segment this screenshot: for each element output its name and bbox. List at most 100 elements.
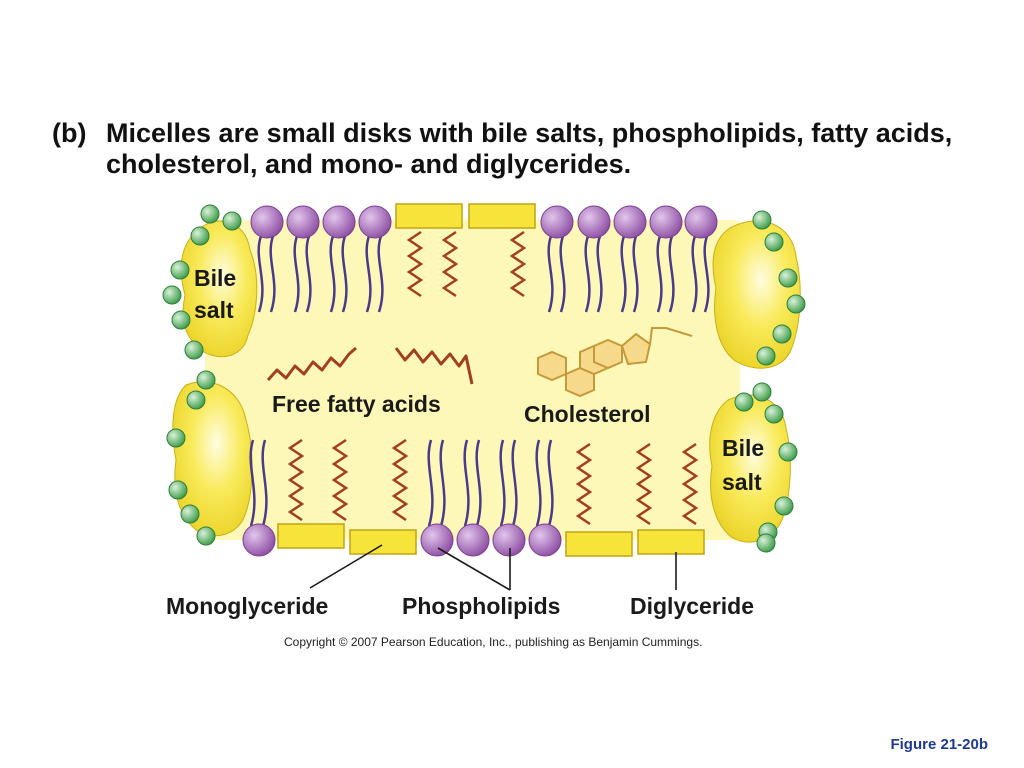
bile-salt-bead [186,390,206,410]
phospholipid-tail [261,439,268,527]
bile-salt-bead [774,496,794,516]
phospholipid-head [322,205,356,239]
bile-salt-bead [752,382,772,402]
copyright-notice: Copyright © 2007 Pearson Education, Inc.… [284,635,703,649]
bile-salt-bead [778,268,798,288]
phospholipid-tail [668,235,675,313]
monoglyceride-head-bottom-1 [277,523,345,549]
phospholipid-tail [632,235,639,313]
phospholipid-head [456,523,490,557]
figure-number: Figure 21-20b [890,736,988,753]
phospholipid-tail [499,439,506,527]
figure-heading: Micelles are small disks with bile salts… [106,118,953,179]
phospholipid-tail [463,439,470,527]
diglyceride-head-bottom-1 [565,531,633,557]
fatty-acid-chain [635,442,653,526]
bile-salt-bead [196,370,216,390]
phospholipid-tail [547,235,554,313]
phospholipid-head [528,523,562,557]
phospholipid-tail [249,439,256,527]
phospholipid-tail [269,235,276,313]
cholesterol-molecule [537,327,693,398]
phospholipid-tail [656,235,663,313]
diglyceride-head-bottom-2 [637,529,705,555]
phospholipid-tail [559,235,566,313]
bottom-leaflet-tails [249,438,699,527]
phospholipid-tail [511,439,518,527]
bile-salt-bead [200,204,220,224]
label-monoglyceride: Monoglyceride [166,593,328,619]
phospholipid-head [613,205,647,239]
phospholipid-head [649,205,683,239]
top-leaflet-tails [257,230,710,313]
bile-salt-bead [168,480,188,500]
bile-salt-bead [756,346,776,366]
bile-salt-bead [190,226,210,246]
figure-part-letter: (b) [52,118,87,148]
bile-salt-bottom-left [172,381,253,537]
phospholipid-tail [427,439,434,527]
bile-salt-bead [772,324,792,344]
bile-salt-top-right [712,220,801,369]
top-phospholipid-heads [250,205,718,239]
phospholipid-head [242,523,276,557]
phospholipid-head [420,523,454,557]
bile-salt-bead [180,504,200,524]
diglyceride-head-top-1 [395,203,463,229]
phospholipid-tail [377,235,384,313]
phospholipid-tail [439,439,446,527]
phospholipid-tail [475,439,482,527]
bile-salt-bead [171,310,191,330]
phospholipid-head [492,523,526,557]
bile-salt-bead [752,210,772,230]
phospholipid-head [577,205,611,239]
phospholipid-tail [341,235,348,313]
bile-salt-bead [786,294,806,314]
bile-salt-bead [222,211,242,231]
diglyceride-head-top-2 [468,203,536,229]
free-fatty-acid-molecules [266,346,474,385]
label-bile-salt-left-2: salt [194,297,234,323]
bile-salt-bead [184,340,204,360]
glyceride-heads [277,203,705,557]
phospholipid-tail [293,235,300,313]
phospholipid-tail [305,235,312,313]
phospholipid-head [684,205,718,239]
label-phospholipids: Phospholipids [402,593,560,619]
bottom-phospholipid-heads [242,523,562,557]
label-free-fatty-acids: Free fatty acids [272,391,441,417]
bile-salt-bead [764,404,784,424]
label-bile-salt-left-1: Bile [194,265,236,291]
fatty-acid-chain [406,230,424,298]
bile-salt-bead [166,428,186,448]
phospholipid-head [286,205,320,239]
bile-salt-bead [764,232,784,252]
phospholipid-tail [547,439,554,527]
phospholipid-tail [620,235,627,313]
phospholipid-tail [329,235,336,313]
bile-salt-bead [170,260,190,280]
fatty-acid-chain [575,442,593,526]
label-bile-salt-right-1: Bile [722,435,764,461]
label-cholesterol: Cholesterol [524,401,651,427]
bile-salt-bead [196,526,216,546]
phospholipid-tail [703,235,710,313]
bile-salt-bead [162,285,182,305]
label-bile-salt-right-2: salt [722,469,762,495]
fatty-acid-chain [441,230,459,298]
phospholipid-tail [596,235,603,313]
phospholipid-head [358,205,392,239]
fatty-acid-chain [509,230,527,298]
phospholipid-tail [691,235,698,313]
fatty-acid-chain [681,442,699,526]
phospholipid-tail [584,235,591,313]
bile-salt-bead [778,442,798,462]
label-diglyceride: Diglyceride [630,593,754,619]
phospholipid-head [250,205,284,239]
phospholipid-tail [365,235,372,313]
fatty-acid-chain [287,438,305,522]
bile-salt-bead [734,392,754,412]
bile-salt-beads [162,204,806,553]
bile-salt-top-left [180,220,258,358]
